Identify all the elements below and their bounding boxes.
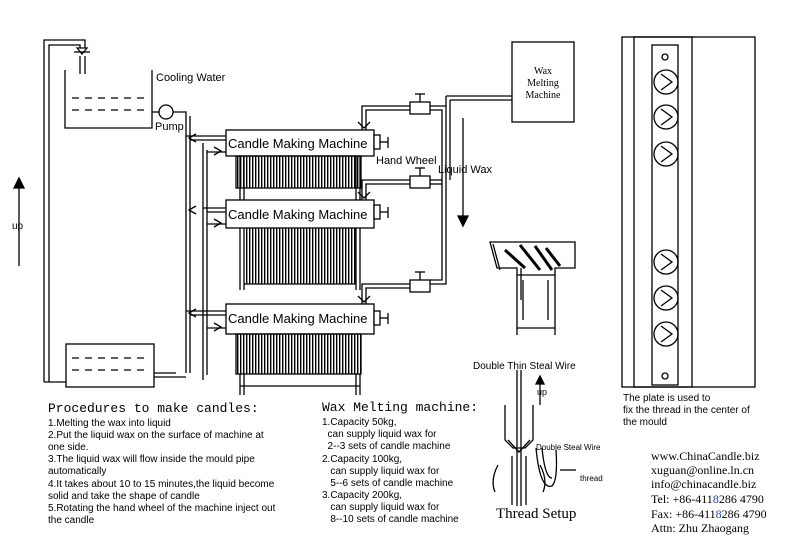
return-pipe [43,39,90,382]
wax-melting-title: Wax Melting machine: [322,400,479,415]
contact-website[interactable]: www.ChinaCandle.biz [651,449,760,463]
machine-1-label: Candle Making Machine [228,136,368,151]
wax-line-1: 1.Capacity 50kg, [322,417,397,428]
pump-label: Pump [155,121,184,133]
contact-fax: Fax: +86-4118286 4790 [651,508,767,520]
wax-supply-pipes [357,95,512,304]
cooling-water-label: Cooling Water [156,72,226,84]
wax-line-9: 8--10 sets of candle machine [322,514,459,525]
wax-melting-box-line-1: Wax [533,66,553,77]
tel-suffix: 286 4790 [718,492,764,506]
wax-line-7: 3.Capacity 200kg, [322,490,403,501]
hand-wheel-1 [373,134,389,150]
cooling-water-tank [64,56,153,129]
wax-melting-box-line-2: Melting [527,78,559,89]
procedure-line-9: the candle [48,515,95,526]
thread-setup-illustration [492,370,576,506]
plate-note-line-2: fix the thread in the center of [623,405,750,416]
wax-melting-machine-box [511,41,575,123]
down-arrow-wax [456,118,470,228]
fax-suffix: 286 4790 [721,507,767,521]
tel-prefix: Tel: +86-411 [651,492,713,506]
procedure-line-5: automatically [48,466,107,477]
procedure-line-8: 5.Rotating the hand wheel of the machine… [48,503,276,514]
machine-3-label: Candle Making Machine [228,311,368,326]
up-arrow-left [12,176,26,266]
fax-overlay-digit: 8 [715,507,722,521]
thread-label: thread [580,474,603,483]
wax-line-8: can supply liquid wax for [322,502,440,513]
lower-water-tank [44,343,186,388]
thread-plate [621,36,756,388]
thread-setup-title: Thread Setup [496,506,577,522]
procedure-line-6: 4.It takes about 10 to 15 minutes,the li… [48,479,275,490]
melter-illustration [489,241,576,335]
wax-line-3: 2--3 sets of candle machine [322,441,451,452]
contact-tel: Tel: +86-4118286 4790 [651,493,764,505]
hand-wheel-label: Hand Wheel [376,155,437,167]
procedure-line-2: 2.Put the liquid wax on the surface of m… [48,430,264,441]
up-label-left: up [12,221,24,232]
tel-overlay-digit: 8 [712,492,719,506]
fax-prefix: Fax: +86-411 [651,507,716,521]
double-thin-wire-label: Double Thin Steal Wire [473,361,576,372]
procedure-line-7: solid and take the shape of candle [48,491,200,502]
procedure-line-3: one side. [48,442,89,453]
procedure-line-4: 3.The liquid wax will flow inside the mo… [48,454,255,465]
wax-line-5: can supply liquid wax for [322,466,440,477]
procedures-title: Procedures to make candles: [48,401,259,416]
pump [152,104,191,373]
up-thread-label: up [537,387,548,397]
wax-melting-box-line-3: Machine [525,90,561,101]
liquid-wax-label: Liquid Wax [438,164,493,176]
procedure-line-1: 1.Melting the wax into liquid [48,418,171,429]
machine-2-body [225,199,389,285]
wax-valves [409,93,431,293]
contact-attn: Attn: Zhu Zhaogang [651,521,749,535]
plate-note-line-3: the mould [623,417,667,428]
wax-line-4: 2.Capacity 100kg, [322,454,403,465]
double-steal-wire-label: Double Steal Wire [536,443,601,452]
contact-email-1[interactable]: xuguan@online.ln.cn [651,463,755,477]
contact-email-2[interactable]: info@chinacandle.biz [651,477,757,491]
machine-2-label: Candle Making Machine [228,207,368,222]
plate-note-line-1: The plate is used to [623,393,711,404]
water-manifold [186,133,226,380]
wax-line-6: 5--6 sets of candle machine [322,478,454,489]
machine-3-body [225,303,389,395]
wax-line-2: can supply liquid wax for [322,429,437,440]
